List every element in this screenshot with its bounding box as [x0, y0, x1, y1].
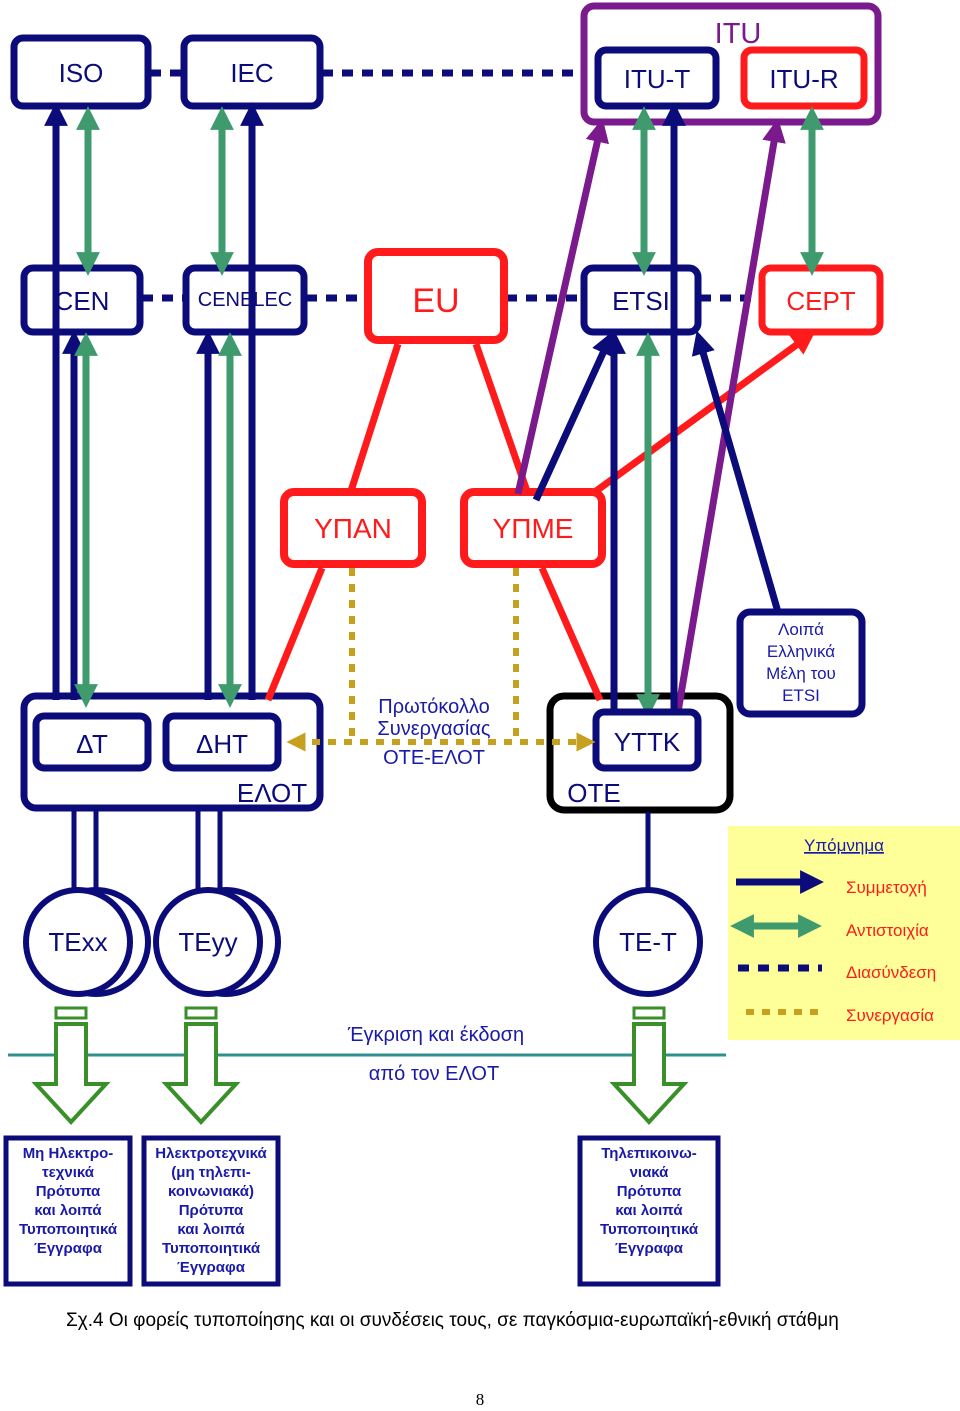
red-ypan-dht: [264, 566, 326, 702]
cept-label: CEPT: [786, 286, 855, 316]
teyy-label: ΤΕyy: [178, 927, 237, 957]
svg-text:Έγγραφα: Έγγραφα: [615, 1240, 684, 1257]
doc-arrow-electro: [161, 1006, 241, 1125]
other-members-box: [736, 608, 866, 718]
itu-r-label: ITU-R: [769, 64, 838, 94]
correspondence-arrows: [74, 106, 824, 718]
red-ypme-ote: [538, 566, 604, 702]
document-arrows: [31, 1006, 689, 1125]
cenelec-label: CENELEC: [198, 289, 292, 311]
dt-label: ΔΤ: [76, 729, 108, 759]
svg-text:Τυποποιητικά: Τυποποιητικά: [162, 1240, 261, 1257]
red-ypme-cept: [589, 330, 816, 497]
ministries: ΥΠΑΝ ΥΠΜΕ: [280, 488, 606, 568]
other-members-line3: Μέλη του: [766, 664, 836, 683]
itu-t-box: [594, 46, 720, 110]
ypan-box: [280, 488, 426, 568]
approval-section: Έγκριση και έκδοση από τον ΕΛΟΤ: [8, 1024, 726, 1085]
dht-label: ΔΗΤ: [196, 729, 248, 759]
svg-text:τεχνικά: τεχνικά: [42, 1164, 95, 1181]
red-eu-ypan: [346, 342, 402, 496]
te-t-circle: [593, 887, 703, 997]
itu-t-label: ITU-T: [624, 64, 691, 94]
eu-box: [364, 248, 508, 344]
ypme-box: [460, 488, 606, 568]
ote-label: ΟΤΕ: [567, 778, 620, 808]
non-electro-docs-box: [3, 1135, 133, 1287]
dht-box: [162, 712, 282, 772]
legend-interconnection-label: Διασύνδεση: [846, 963, 936, 982]
svg-text:Έγγραφα: Έγγραφα: [34, 1240, 103, 1257]
other-members-line4: ETSI: [782, 686, 820, 705]
legend-participation-label: Συμμετοχή: [846, 878, 927, 897]
protocol-line2: Συνεργασίας: [377, 718, 491, 740]
other-members-line1: Λοιπά: [778, 620, 824, 639]
svg-text:Τηλεπικοινω-: Τηλεπικοινω-: [601, 1145, 697, 1162]
texx-circle: [23, 887, 133, 997]
international-level: ISO IEC ITU ITU-T ITU-R: [10, 2, 882, 126]
doc-arrow-telecom: [609, 1006, 689, 1125]
document-boxes: Μη Ηλεκτρο- τεχνικά Πρότυπα και λοιπά Τυ…: [3, 1135, 721, 1287]
svg-text:κοινωνιακά): κοινωνιακά): [168, 1183, 254, 1200]
svg-text:και λοιπά: και λοιπά: [615, 1202, 683, 1219]
eu-label: EU: [412, 282, 459, 320]
yttk-box: [592, 708, 702, 772]
purple-ypme-itu: [514, 118, 609, 495]
ypan-label: ΥΠΑΝ: [314, 513, 392, 544]
doc-arrow-non-electro: [31, 1006, 111, 1125]
approval-line2: από τον ΕΛΟΤ: [369, 1063, 499, 1085]
svg-text:Πρότυπα: Πρότυπα: [617, 1183, 682, 1200]
elot-label: ΕΛΟΤ: [237, 778, 307, 808]
telecom-docs-box: [577, 1135, 721, 1287]
iso-label: ISO: [59, 58, 104, 88]
figure-caption: Σχ.4 Οι φορείς τυποποίησης και οι συνδέσ…: [66, 1310, 839, 1331]
svg-text:Τυποποιητικά: Τυποποιητικά: [600, 1221, 699, 1238]
svg-text:νιακά: νιακά: [630, 1164, 670, 1181]
protocol-line1: Πρωτόκολλο: [378, 696, 490, 718]
technical-committees: ΤΕxx ΤΕyy ΤΕ-Τ: [23, 810, 703, 997]
electro-docs-box: [141, 1135, 281, 1287]
svg-text:Πρότυπα: Πρότυπα: [179, 1202, 244, 1219]
cooperation-lines: Πρωτόκολλο Συνεργασίας ΟΤΕ-ΕΛΟΤ: [286, 568, 596, 769]
svg-text:και λοιπά: και λοιπά: [177, 1221, 245, 1238]
legend-correspondence-label: Αντιστοιχία: [846, 921, 929, 940]
texx-label: ΤΕxx: [48, 927, 107, 957]
red-eu-ypme: [472, 342, 532, 496]
dt-box: [32, 712, 152, 772]
other-members-line2: Ελληνικά: [767, 642, 835, 661]
te-t-label: ΤΕ-Τ: [619, 927, 677, 957]
legend-cooperation-label: Συνεργασία: [846, 1006, 934, 1025]
cenelec-box: [182, 264, 308, 336]
teyy-circle: [153, 887, 263, 997]
iso-box: [10, 34, 152, 110]
national-inner-boxes: ΔΤ ΔΗΤ ΕΛΟΤ ΥΤΤΚ ΟΤΕ Λοιπά Ελληνικά Μέλη…: [32, 608, 866, 808]
itu-label: ITU: [715, 18, 762, 50]
yttk-label: ΥΤΤΚ: [614, 727, 681, 757]
page-number: 8: [475, 1390, 485, 1409]
svg-text:Πρότυπα: Πρότυπα: [36, 1183, 101, 1200]
purple-yttk-itu: [674, 118, 786, 713]
legend: Υπόμνημα Συμμετοχή Αντιστοιχία Διασύνδεσ…: [728, 826, 960, 1040]
participation-arrows: [44, 102, 782, 712]
legend-title: Υπόμνημα: [804, 836, 884, 855]
svg-text:Ηλεκτροτεχνικά: Ηλεκτροτεχνικά: [155, 1145, 267, 1162]
svg-text:Τυποποιητικά: Τυποποιητικά: [19, 1221, 118, 1238]
svg-text:(μη τηλεπι-: (μη τηλεπι-: [171, 1164, 250, 1181]
svg-text:και λοιπά: και λοιπά: [34, 1202, 102, 1219]
svg-text:Μη Ηλεκτρο-: Μη Ηλεκτρο-: [23, 1145, 114, 1162]
cen-label: CEN: [55, 286, 110, 316]
ypme-label: ΥΠΜΕ: [493, 513, 574, 544]
approval-line1: Έγκριση και έκδοση: [347, 1024, 524, 1046]
protocol-line3: ΟΤΕ-ΕΛΟΤ: [383, 747, 485, 769]
itu-purple-links: [514, 118, 786, 713]
etsi-label: ETSI: [612, 286, 670, 316]
european-level: CEN CENELEC EU ETSI CEPT: [20, 248, 884, 344]
iec-label: IEC: [230, 58, 273, 88]
svg-text:Έγγραφα: Έγγραφα: [177, 1259, 246, 1276]
itu-r-box: [740, 46, 868, 110]
eu-connections: [264, 330, 816, 702]
